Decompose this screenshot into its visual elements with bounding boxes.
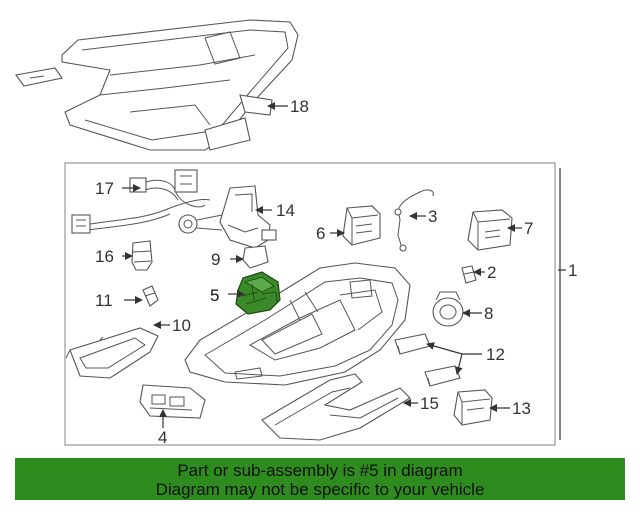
- label-18: 18: [290, 97, 309, 116]
- info-banner: Part or sub-assembly is #5 in diagram Di…: [15, 458, 625, 500]
- banner-line-1: Part or sub-assembly is #5 in diagram: [177, 461, 463, 480]
- label-1: 1: [568, 261, 577, 280]
- label-17: 17: [95, 179, 114, 198]
- callout-labels: 18 17 14 16 9 5 11 10 4 6 3 7 2 1 8 12 1…: [95, 97, 577, 447]
- part-12-connectors: [394, 333, 461, 387]
- label-14: 14: [276, 201, 295, 220]
- part-18-bracket: [15, 19, 299, 151]
- banner-line-2: Diagram may not be specific to your vehi…: [155, 480, 485, 499]
- part-10-trim-bezel: [65, 327, 159, 379]
- part-8-lamp: [432, 291, 464, 327]
- label-9: 9: [211, 250, 220, 269]
- parts-diagram: 18 17 14 16 9 5 11 10 4 6 3 7 2 1 8 12 1…: [15, 19, 577, 447]
- part-14-lamp-socket: [178, 185, 277, 249]
- part-3-wire: [394, 189, 434, 252]
- label-12: 12: [486, 345, 505, 364]
- label-3: 3: [428, 207, 437, 226]
- part-2-clip: [461, 265, 477, 284]
- part-11-bulb: [142, 285, 159, 307]
- label-11: 11: [95, 291, 113, 310]
- part-1-console-housing: [184, 262, 411, 386]
- leader-lines: [122, 102, 566, 440]
- label-6: 6: [316, 224, 325, 243]
- part-13-switch: [453, 389, 493, 426]
- part-6-switch: [342, 205, 381, 246]
- part-4-switch-panel: [139, 384, 206, 419]
- label-4: 4: [158, 428, 167, 447]
- label-8: 8: [484, 304, 493, 323]
- part-15-trim-strip: [261, 373, 411, 441]
- part-7-module: [467, 209, 513, 251]
- label-15: 15: [420, 394, 439, 413]
- label-16: 16: [95, 247, 114, 266]
- label-10: 10: [172, 316, 191, 335]
- label-2: 2: [487, 263, 496, 282]
- part-16-bulb-socket: [131, 240, 153, 271]
- part-9-connector: [242, 245, 269, 269]
- label-13: 13: [512, 399, 531, 418]
- label-5: 5: [210, 286, 219, 305]
- assembly-frame: [64, 162, 556, 446]
- label-7: 7: [524, 219, 533, 238]
